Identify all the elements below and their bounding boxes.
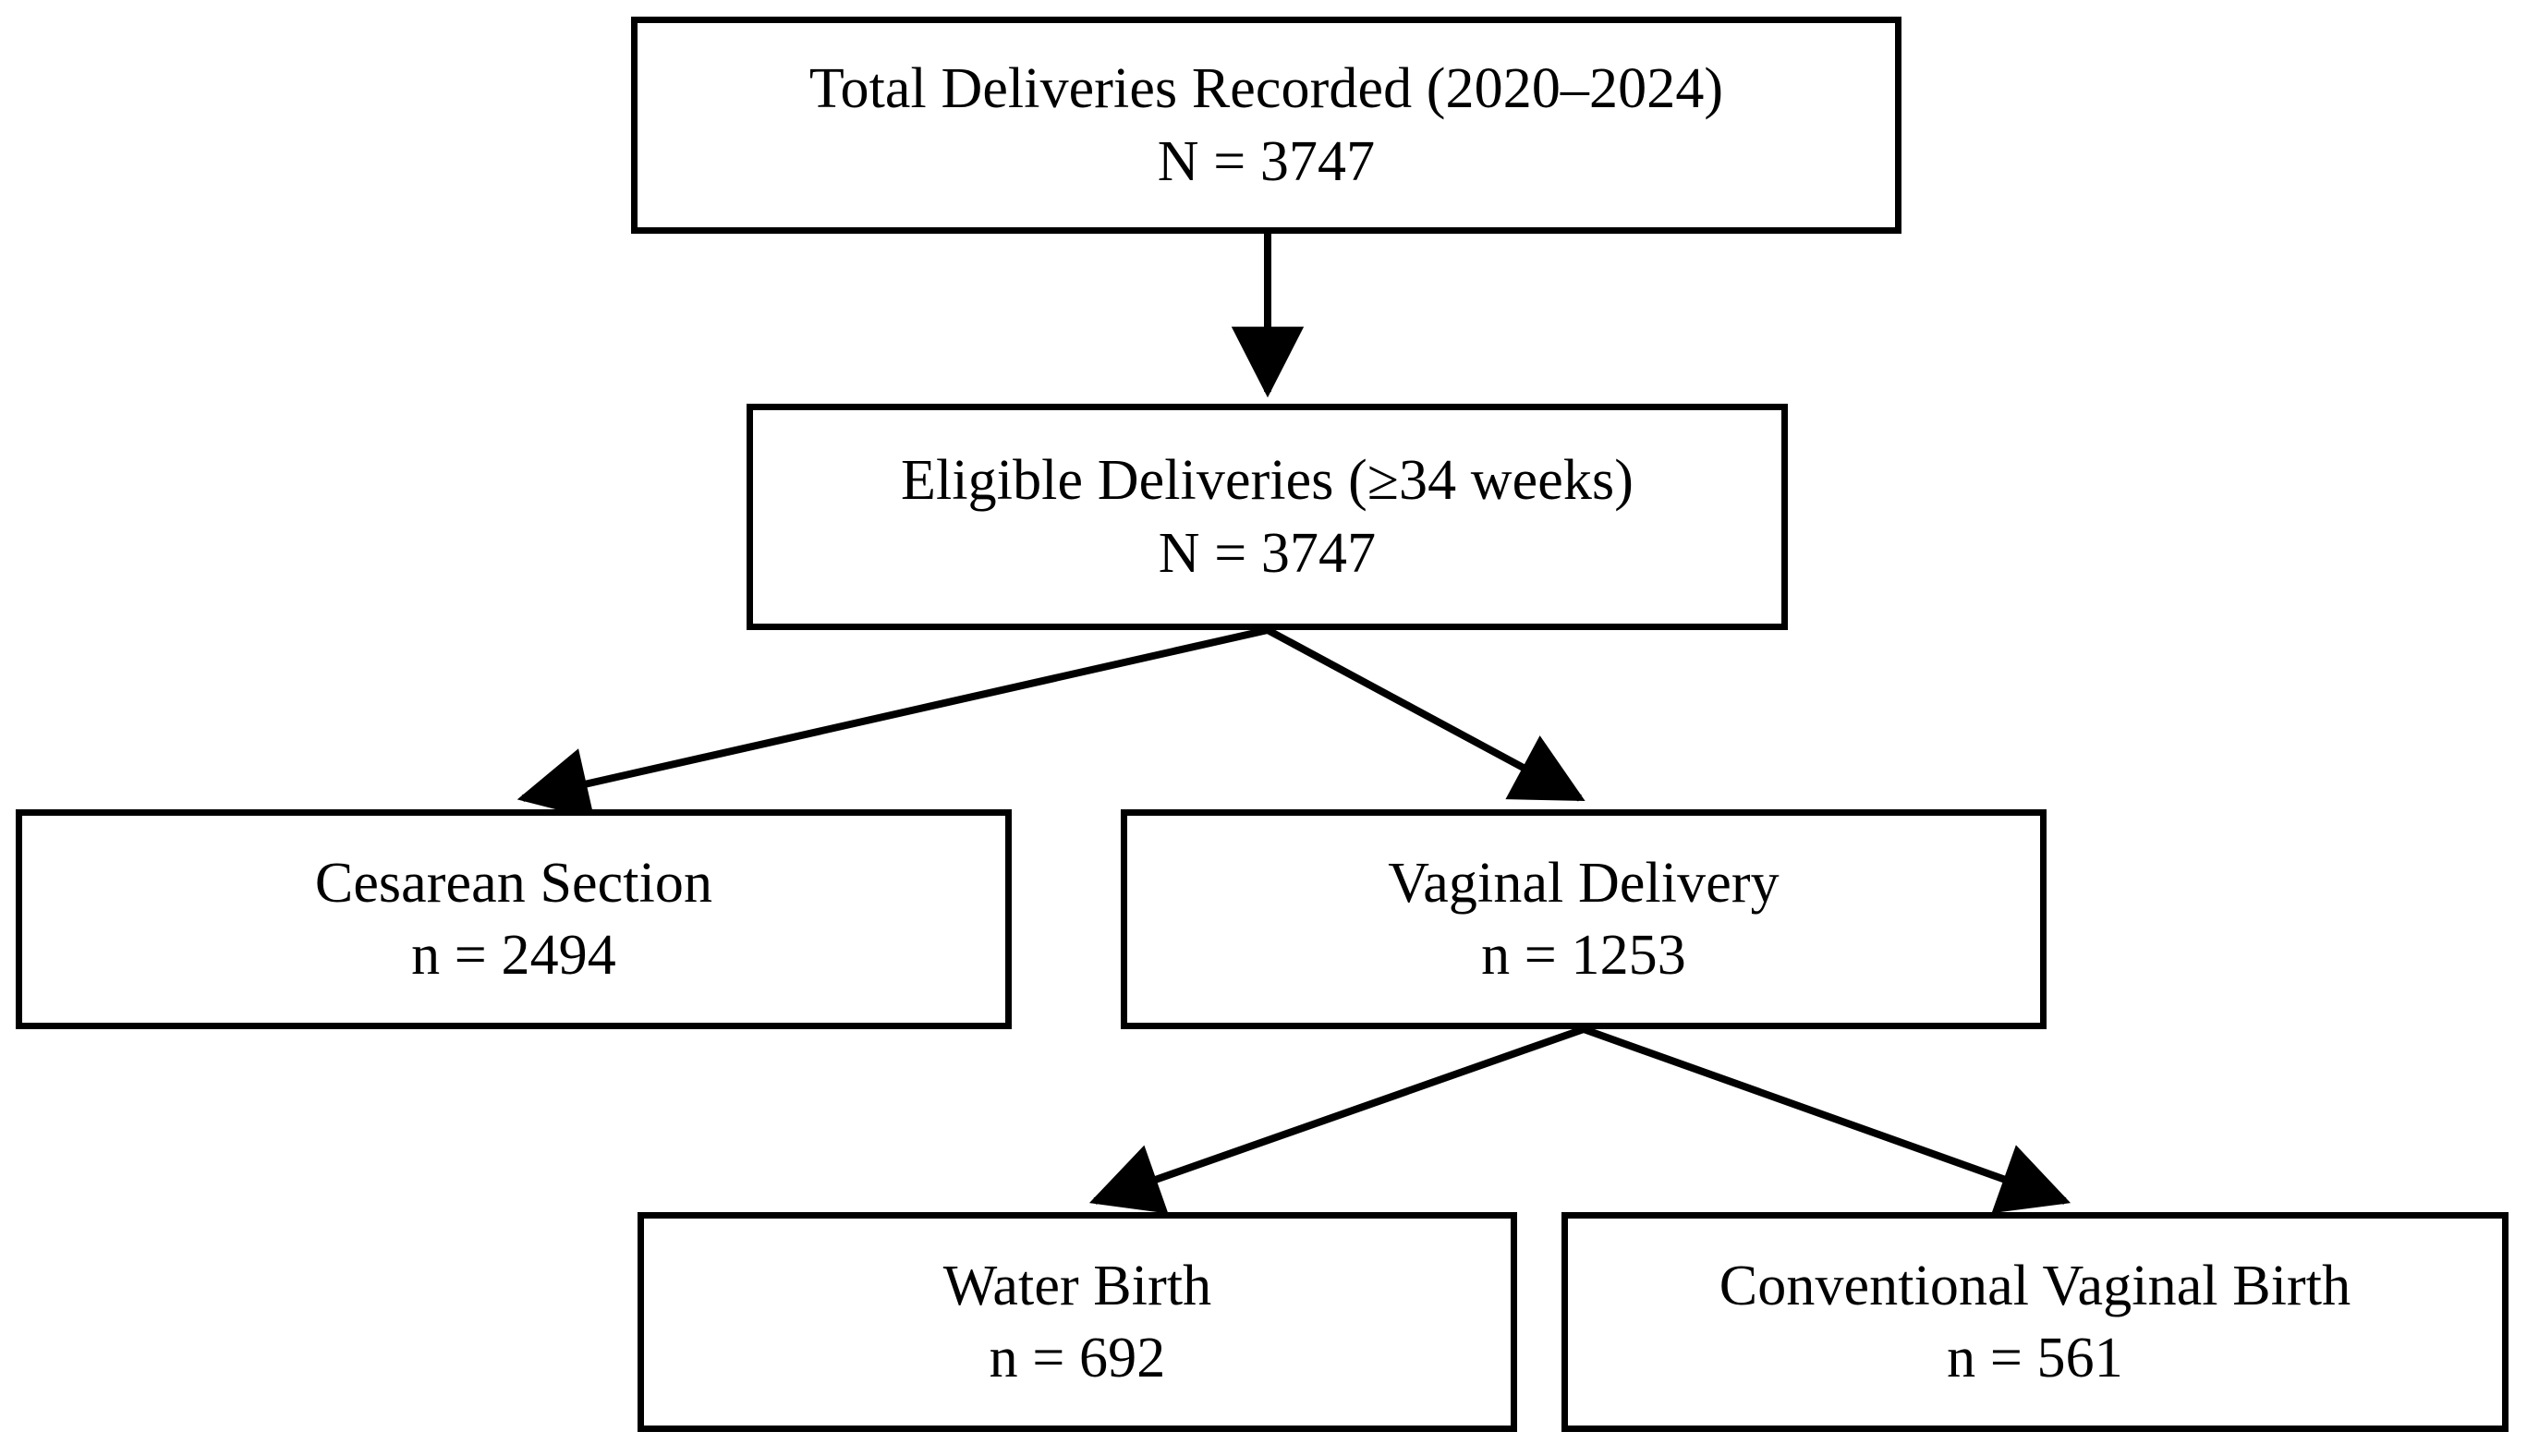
node-eligible-deliveries-count: N = 3747 [1158,521,1377,585]
node-water-birth-count: n = 692 [989,1327,1166,1389]
node-conventional-vaginal-birth[interactable]: Conventional Vaginal Birth n = 561 [1561,1212,2509,1432]
edge-vaginal-to-conventional [1582,1025,2071,1214]
node-cesarean-section-title: Cesarean Section [314,851,713,915]
edge-eligible-to-cesarean [516,626,1269,819]
node-conventional-vaginal-birth-title: Conventional Vaginal Birth [1719,1254,2351,1317]
edge-vaginal-to-water [1088,1025,1585,1214]
node-total-deliveries-title: Total Deliveries Recorded (2020–2024) [808,57,1724,121]
node-eligible-deliveries-title: Eligible Deliveries (≥34 weeks) [901,449,1634,513]
node-water-birth-title: Water Birth [942,1254,1212,1317]
node-conventional-vaginal-birth-count: n = 561 [1947,1327,2123,1389]
node-cesarean-section[interactable]: Cesarean Section n = 2494 [16,809,1012,1029]
node-vaginal-delivery-count: n = 1253 [1481,924,1686,987]
node-eligible-deliveries[interactable]: Eligible Deliveries (≥34 weeks) N = 3747 [747,404,1788,630]
node-vaginal-delivery-title: Vaginal Delivery [1388,851,1780,915]
node-cesarean-section-count: n = 2494 [411,924,616,987]
edge-eligible-to-vaginal [1266,626,1585,802]
node-vaginal-delivery[interactable]: Vaginal Delivery n = 1253 [1121,809,2047,1029]
node-total-deliveries-count: N = 3747 [1157,129,1376,193]
node-water-birth[interactable]: Water Birth n = 692 [638,1212,1517,1432]
node-total-deliveries[interactable]: Total Deliveries Recorded (2020–2024) N … [631,17,1901,234]
